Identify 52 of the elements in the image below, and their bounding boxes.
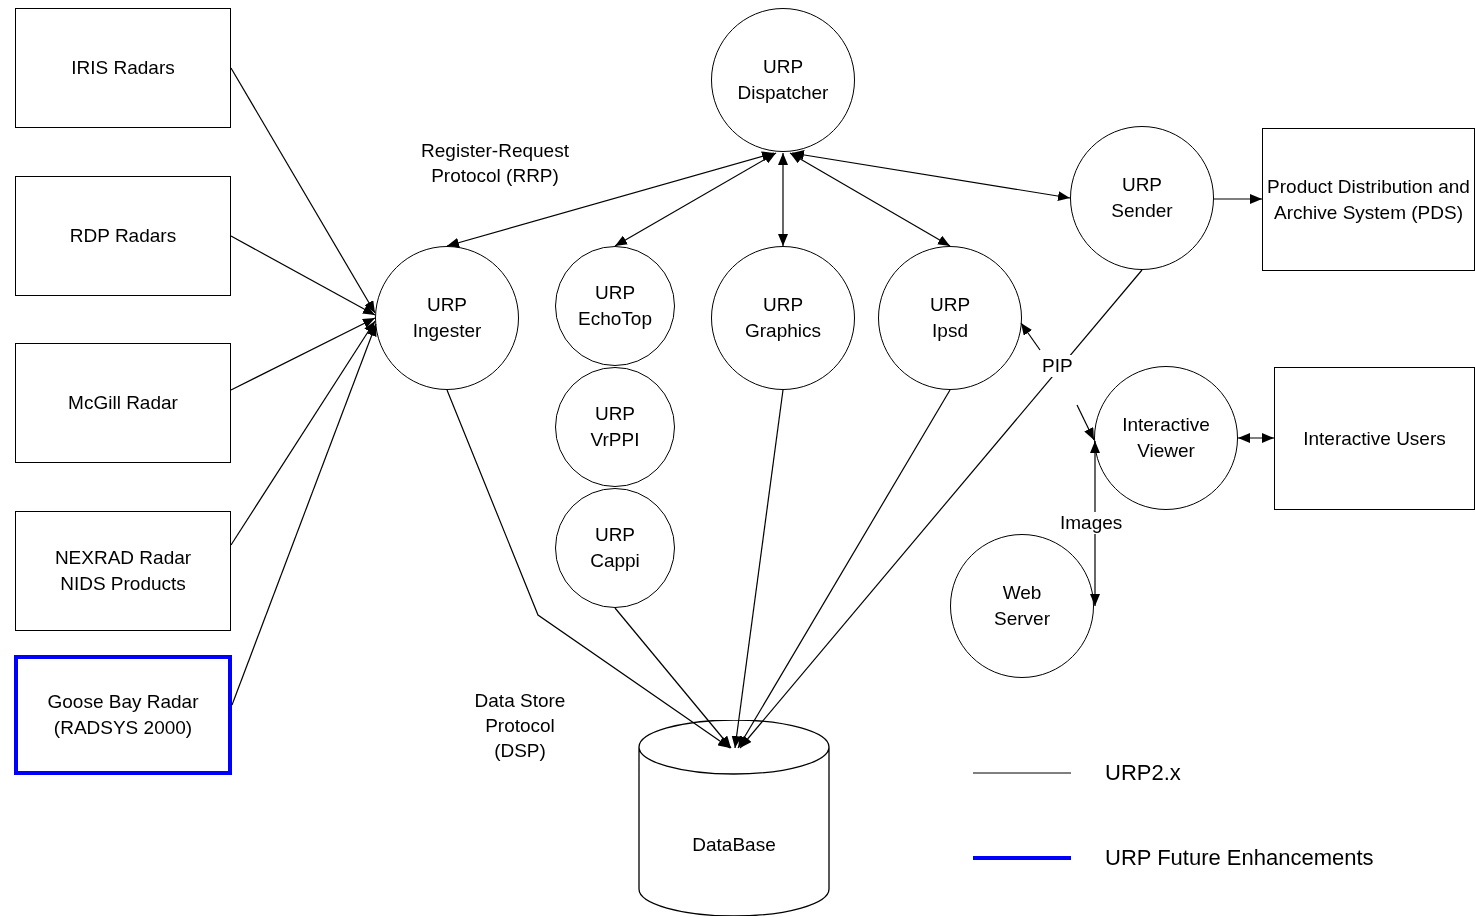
arrow (778, 152, 788, 247)
node-label: NEXRAD Radar NIDS Products (53, 546, 193, 596)
protocol-label: Register-Request Protocol (RRP) (420, 139, 570, 188)
legend-label: URP Future Enhancements (1105, 845, 1374, 870)
edge-label: Images (1058, 512, 1125, 534)
arrow (739, 269, 1143, 749)
arrow (1213, 194, 1263, 204)
arrow (230, 320, 376, 546)
node-label: URP Ingester (412, 293, 482, 343)
arrow (230, 67, 376, 314)
node-label: URP Graphics (745, 293, 821, 343)
node-label: RDP Radars (69, 224, 177, 248)
node-label: URP Sender (1111, 173, 1173, 223)
process-box (15, 8, 231, 128)
node-label: Interactive Users (1303, 426, 1446, 451)
arrow (230, 235, 376, 316)
arrow (1020, 322, 1041, 351)
arrow (789, 152, 951, 247)
protocol-label: Data Store Protocol (DSP) (473, 689, 567, 763)
process-box (15, 176, 231, 296)
node-label: URP Cappi (590, 523, 640, 573)
process-box (15, 343, 231, 463)
node-label: URP EchoTop (578, 281, 652, 331)
node-label: IRIS Radars (71, 56, 175, 80)
node-label: Interactive Viewer (1122, 413, 1210, 463)
edge-label: PIP (1040, 355, 1075, 377)
node-label: URP VrPPI (590, 402, 640, 452)
arrow (614, 152, 777, 247)
arrow (446, 151, 775, 248)
arrow (1076, 404, 1095, 441)
legend-label: URP2.x (1105, 760, 1181, 785)
node-label: Web Server (994, 581, 1050, 631)
process-box (14, 655, 232, 775)
process-box (1262, 128, 1475, 271)
node-label: Goose Bay Radar (RADSYS 2000) (46, 690, 200, 740)
database-cylinder (638, 720, 830, 916)
arrow (737, 389, 951, 749)
node-label: Product Distribution and Archive System (PDS) (1266, 174, 1471, 225)
process-box (1274, 367, 1475, 510)
arrow (791, 150, 1071, 201)
node-label: URP Dispatcher (737, 55, 829, 105)
node-label: URP Ipsd (930, 293, 970, 343)
node-label: DataBase (692, 833, 776, 857)
arrow (1090, 440, 1100, 607)
arrow (614, 607, 732, 749)
arrow (446, 389, 731, 749)
arrow (731, 389, 784, 749)
arrow (231, 323, 377, 706)
arrow (1237, 433, 1275, 443)
node-label: McGill Radar (68, 391, 178, 415)
process-box (15, 511, 231, 631)
arrow (230, 317, 376, 391)
